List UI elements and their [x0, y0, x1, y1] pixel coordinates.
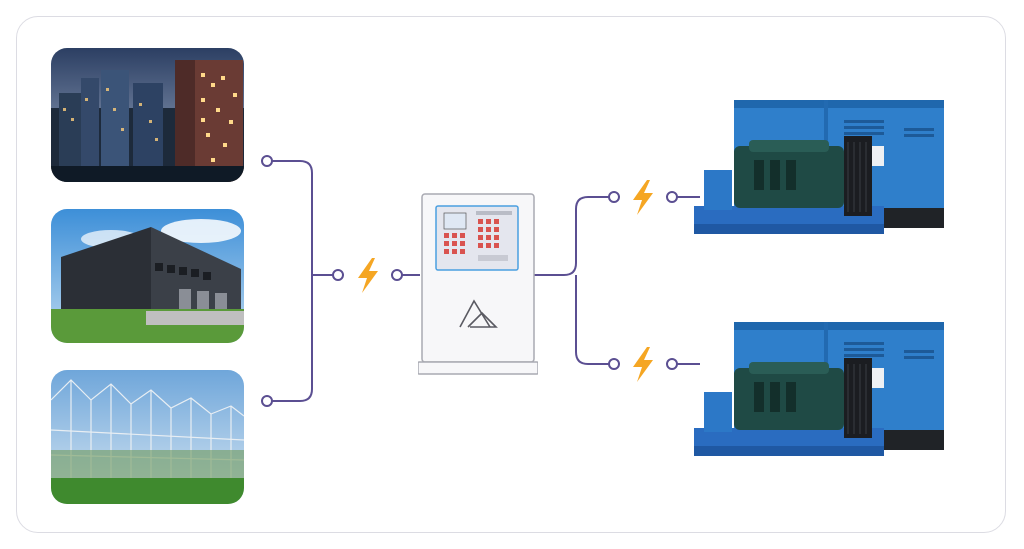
node-gen-1-right [666, 191, 678, 203]
node-consumer-3 [261, 395, 273, 407]
node-cabinet-in [391, 269, 403, 281]
diesel-generator-2 [694, 320, 950, 483]
warehouse-photo [51, 209, 244, 343]
node-bus-in [332, 269, 344, 281]
greenhouse-photo [51, 370, 244, 504]
diesel-generator-1 [694, 98, 950, 261]
control-cabinet [417, 193, 539, 375]
node-gen-1-left [608, 191, 620, 203]
lightning-bolt-icon [633, 347, 653, 382]
residential-buildings-photo [51, 48, 244, 182]
lightning-bolt-icon [633, 180, 653, 215]
lightning-bolt-icon [358, 258, 378, 293]
brand-logo [459, 299, 498, 328]
node-gen-2-right [666, 358, 678, 370]
node-gen-2-left [608, 358, 620, 370]
controller-display [435, 205, 519, 271]
node-consumer-1 [261, 155, 273, 167]
